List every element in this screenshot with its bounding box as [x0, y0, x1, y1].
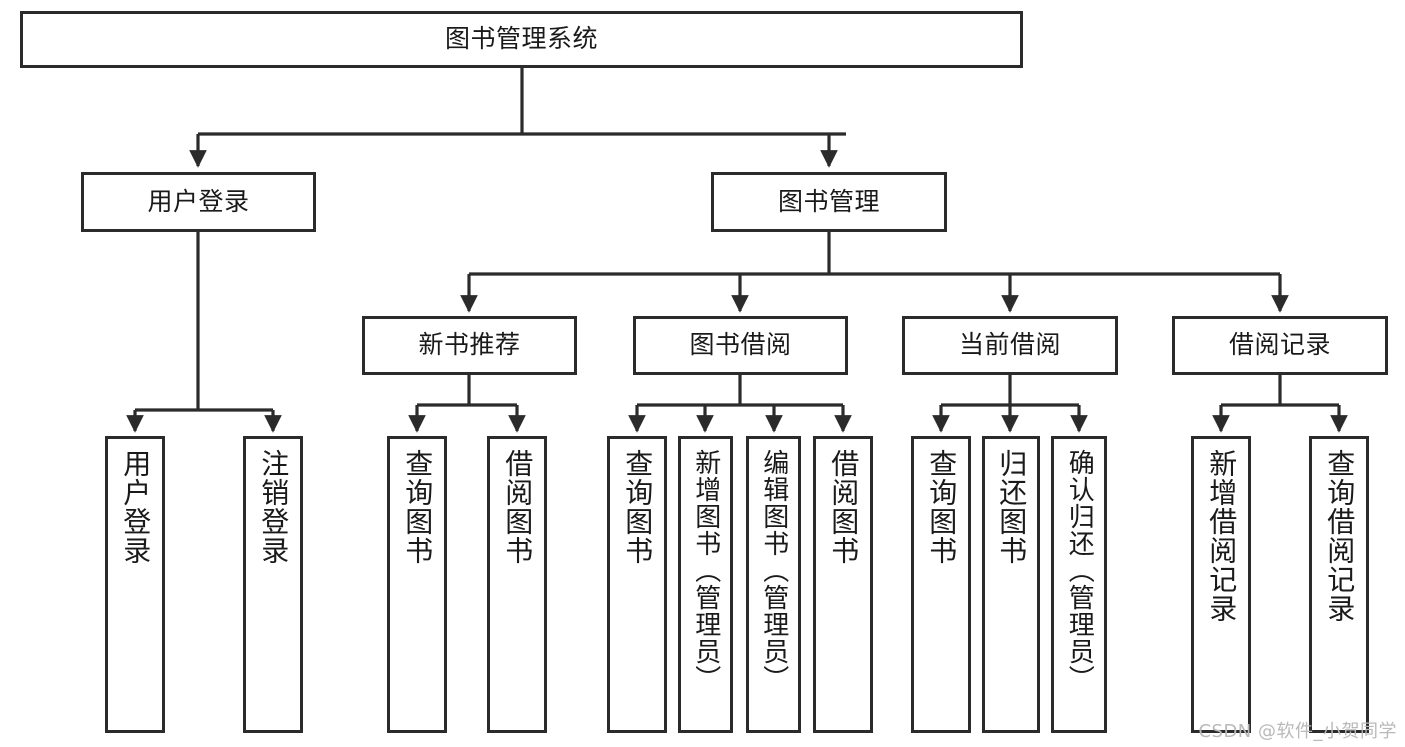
leaf-borrow-book-2-label: 借阅图书 — [827, 449, 861, 565]
node-book-borrow-label: 图书借阅 — [689, 330, 792, 360]
leaf-user-login[interactable]: 用户登录 — [105, 436, 165, 733]
leaf-add-record[interactable]: 新增借阅记录 — [1191, 436, 1251, 733]
node-new-book-rec-label: 新书推荐 — [418, 330, 521, 360]
leaf-query-book-3-label: 查询图书 — [925, 449, 959, 565]
leaf-add-book[interactable]: 新增图书（管理员） — [678, 436, 733, 733]
leaf-query-book-2-label: 查询图书 — [621, 449, 655, 565]
node-book-manage-label: 图书管理 — [777, 186, 880, 216]
leaf-borrow-book-1[interactable]: 借阅图书 — [487, 436, 547, 733]
leaf-add-book-label: 新增图书（管理员） — [690, 449, 721, 692]
leaf-query-book-1[interactable]: 查询图书 — [387, 436, 447, 733]
node-root-label: 图书管理系统 — [444, 24, 598, 54]
csdn-watermark: CSDN @软件_小贺同学 — [1198, 721, 1397, 742]
leaf-borrow-book-2[interactable]: 借阅图书 — [813, 436, 873, 733]
node-root[interactable]: 图书管理系统 — [20, 11, 1023, 68]
leaf-return-book[interactable]: 归还图书 — [982, 436, 1040, 733]
leaf-query-record-label: 查询借阅记录 — [1323, 449, 1357, 623]
node-user-login[interactable]: 用户登录 — [81, 172, 316, 232]
leaf-logout-login[interactable]: 注销登录 — [243, 436, 303, 733]
leaf-query-record[interactable]: 查询借阅记录 — [1309, 436, 1369, 733]
leaf-query-book-2[interactable]: 查询图书 — [607, 436, 667, 733]
leaf-edit-book-label: 编辑图书（管理员） — [758, 449, 789, 692]
leaf-return-book-label: 归还图书 — [995, 449, 1029, 565]
node-borrow-record-label: 借阅记录 — [1228, 330, 1331, 360]
leaf-query-book-3[interactable]: 查询图书 — [911, 436, 971, 733]
leaf-logout-login-label: 注销登录 — [257, 449, 291, 565]
node-user-login-label: 用户登录 — [147, 186, 250, 216]
leaf-confirm-return-label: 确认归还（管理员） — [1064, 449, 1095, 692]
node-current-borrow[interactable]: 当前借阅 — [902, 316, 1118, 375]
node-current-borrow-label: 当前借阅 — [958, 330, 1061, 360]
leaf-edit-book[interactable]: 编辑图书（管理员） — [746, 436, 801, 733]
node-book-borrow[interactable]: 图书借阅 — [633, 316, 848, 375]
leaf-borrow-book-1-label: 借阅图书 — [501, 449, 535, 565]
node-new-book-rec[interactable]: 新书推荐 — [362, 316, 577, 375]
node-book-manage[interactable]: 图书管理 — [711, 172, 947, 232]
leaf-query-book-1-label: 查询图书 — [401, 449, 435, 565]
leaf-user-login-label: 用户登录 — [119, 449, 153, 565]
node-borrow-record[interactable]: 借阅记录 — [1172, 316, 1388, 375]
leaf-add-record-label: 新增借阅记录 — [1205, 449, 1239, 623]
leaf-confirm-return[interactable]: 确认归还（管理员） — [1051, 436, 1107, 733]
